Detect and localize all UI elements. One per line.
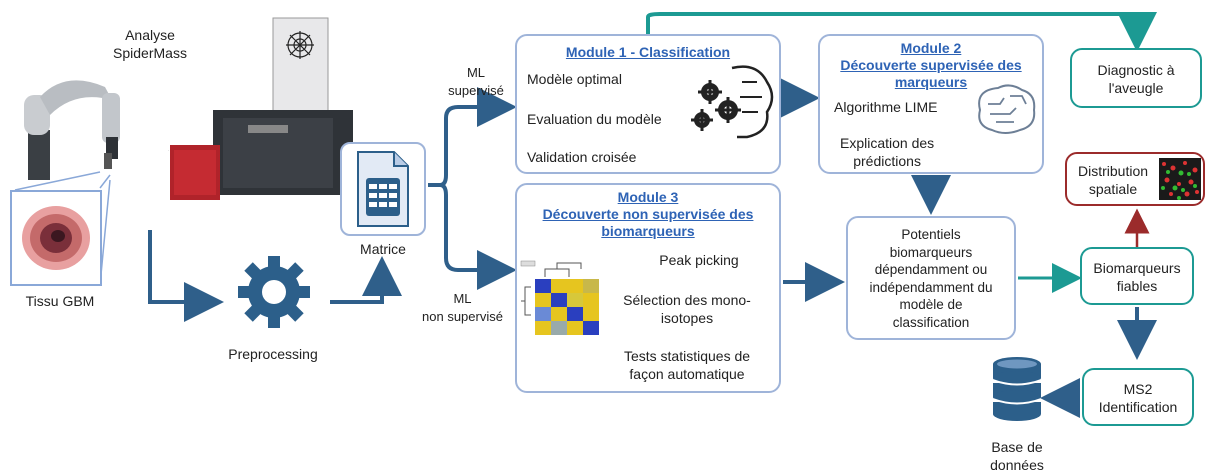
- module1-box: Module 1 - Classification Modèle optimal…: [515, 34, 781, 174]
- spreadsheet-icon: [357, 151, 409, 227]
- module1-item: Evaluation du modèle: [527, 111, 662, 127]
- heatmap-icon: [520, 260, 599, 335]
- module2-item: Algorithme LIME: [834, 99, 938, 115]
- module2-item: Explication des prédictions: [840, 135, 935, 169]
- tissue-image: [10, 190, 102, 286]
- preprocessing-label: Preprocessing: [228, 346, 318, 362]
- ms2-box: MS2 Identification: [1082, 368, 1194, 426]
- spatial-map-image: [1159, 158, 1201, 200]
- robot-arm-icon: [24, 80, 120, 180]
- base-label: Base de données: [990, 439, 1044, 473]
- module2-box: Module 2 Découverte supervisée des marqu…: [818, 34, 1044, 174]
- gear-icon: [238, 256, 310, 328]
- module3-item: Sélection des mono- isotopes: [623, 292, 751, 326]
- module1-item: Modèle optimal: [527, 71, 622, 87]
- fiables-box: Biomarqueurs fiables: [1080, 247, 1194, 305]
- module1-title: Module 1 - Classification: [565, 44, 731, 60]
- ml-supervise-label: ML supervisé: [448, 65, 504, 98]
- module3-item: Peak picking: [659, 252, 739, 268]
- analyse-label: Analyse SpiderMass: [113, 27, 187, 61]
- tissue-label: Tissu GBM: [25, 293, 95, 309]
- matrice-label: Matrice: [360, 241, 406, 257]
- potentiels-box: Potentiels biomarqueurs dépendamment ou …: [846, 216, 1016, 340]
- module1-item: Validation croisée: [527, 149, 637, 165]
- module3-box: Module 3 Découverte non supervisée des b…: [515, 183, 781, 393]
- module3-item: Tests statistiques de façon automatique: [623, 348, 751, 382]
- diagnostic-box: Diagnostic à l'aveugle: [1070, 48, 1202, 108]
- distribution-box: Distribution spatiale: [1065, 152, 1205, 206]
- circuit-brain-icon: [978, 84, 1036, 134]
- database-icon: [992, 357, 1042, 421]
- module2-title: Module 2 Découverte supervisée des marqu…: [840, 40, 1022, 90]
- gears-brain-icon: [691, 65, 774, 139]
- module3-title: Module 3 Découverte non supervisée des b…: [542, 189, 754, 239]
- ml-non-supervise-label: ML non supervisé: [422, 291, 503, 324]
- distribution-label: Distribution spatiale: [1077, 163, 1149, 197]
- matrix-box: [340, 142, 426, 236]
- mass-spectrometer-icon: [168, 17, 353, 200]
